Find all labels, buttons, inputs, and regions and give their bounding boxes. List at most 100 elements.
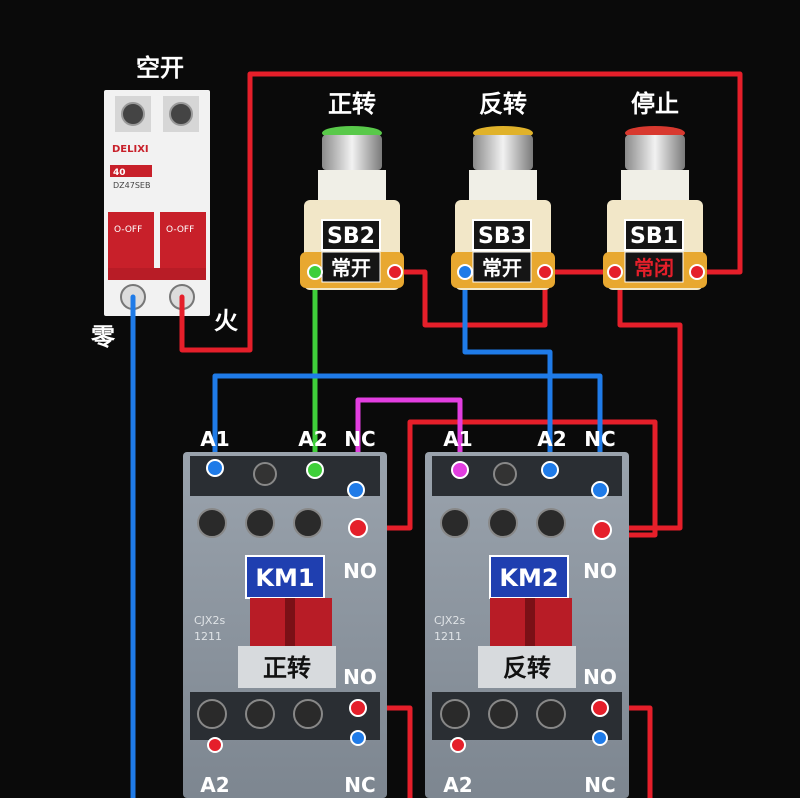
- terminal-a1[interactable]: [451, 461, 469, 479]
- push-button-sb1[interactable]: 停止 SB1 常闭: [603, 90, 707, 290]
- side-no-label: NO: [343, 559, 377, 583]
- breaker-off-label-1: O-OFF: [114, 225, 142, 235]
- sb-code: SB1: [630, 224, 678, 249]
- neutral-label: 零: [90, 323, 116, 351]
- bottom-no-label: NO: [583, 665, 617, 689]
- terminal-screw[interactable]: [493, 462, 517, 486]
- armature-slot: [285, 598, 295, 646]
- button-title: 正转: [328, 90, 376, 118]
- terminal-bottom-a2[interactable]: [207, 737, 223, 753]
- terminal-bottom-no[interactable]: [349, 699, 367, 717]
- terminal-a2[interactable]: [541, 461, 559, 479]
- contact-type-box: [321, 251, 381, 283]
- breaker-title: 空开: [136, 54, 184, 82]
- terminal-screw-right[interactable]: [537, 264, 553, 280]
- terminal-screw[interactable]: [197, 508, 227, 538]
- terminal-no[interactable]: [348, 518, 368, 538]
- breaker-model: DZ47SEB: [113, 181, 150, 190]
- live-label: 火: [214, 307, 238, 335]
- terminal-label-a2: A2: [537, 427, 566, 451]
- sb-code-box: [624, 219, 684, 251]
- contact-type: 常开: [482, 256, 522, 280]
- terminal-screw[interactable]: [293, 699, 323, 729]
- terminal-bottom-no[interactable]: [591, 699, 609, 717]
- terminal-bottom-a2[interactable]: [450, 737, 466, 753]
- breaker-handle-right[interactable]: [160, 212, 206, 268]
- bottom-no-label: NO: [343, 665, 377, 689]
- sb-code-box: [321, 219, 381, 251]
- contactor-name: KM2: [499, 564, 558, 592]
- terminal-bottom-nc[interactable]: [592, 730, 608, 746]
- sb-code-box: [472, 219, 532, 251]
- screw-icon: [169, 102, 193, 126]
- button-bezel: [322, 135, 382, 170]
- terminal-bottom-nc[interactable]: [350, 730, 366, 746]
- wires: [130, 71, 743, 798]
- button-collar: [621, 170, 689, 200]
- terminal-screw[interactable]: [253, 462, 277, 486]
- bottom-label-nc: NC: [344, 773, 375, 797]
- terminal-screw[interactable]: [440, 508, 470, 538]
- contactor-km2: A1 A2 NC KM2 NO CJX2s 1211 反转 NO A2 NC: [425, 427, 629, 798]
- sb3-to-sb2-wire: [392, 269, 548, 328]
- direction-label: 反转: [503, 654, 551, 682]
- terminal-screw-right[interactable]: [689, 264, 705, 280]
- armature-slot: [525, 598, 535, 646]
- direction-plate: [238, 646, 336, 688]
- terminal-screw[interactable]: [536, 508, 566, 538]
- breaker-lower-housing: [108, 268, 206, 280]
- model-number: 1211: [194, 630, 222, 643]
- model-name: CJX2s: [434, 614, 465, 627]
- model-name: CJX2s: [194, 614, 225, 627]
- contact-type: 常开: [331, 256, 371, 280]
- sb1-to-km2-no-wire: [597, 269, 683, 531]
- magenta-wire: [355, 397, 463, 493]
- terminal-no[interactable]: [592, 520, 612, 540]
- terminal-screw[interactable]: [245, 699, 275, 729]
- side-no-label: NO: [583, 559, 617, 583]
- a1-to-nc-blue-wire: [212, 373, 603, 493]
- direction-plate: [478, 646, 576, 688]
- terminal-label-nc: NC: [344, 427, 375, 451]
- live-wire: [179, 71, 743, 353]
- terminal-screw-right[interactable]: [387, 264, 403, 280]
- contact-type-box: [472, 251, 532, 283]
- terminal-screw-left[interactable]: [607, 264, 623, 280]
- name-plate: [489, 555, 569, 599]
- direction-label: 正转: [263, 654, 311, 682]
- terminal-label-a2: A2: [298, 427, 327, 451]
- breaker-handle-left[interactable]: [108, 212, 154, 268]
- push-button-sb2[interactable]: 正转 SB2 常开: [300, 90, 404, 290]
- sb-code: SB2: [327, 224, 375, 249]
- bottom-label-a2: A2: [443, 773, 472, 797]
- contactor-name: KM1: [255, 564, 314, 592]
- terminal-label-nc: NC: [584, 427, 615, 451]
- terminal-screw[interactable]: [197, 699, 227, 729]
- breaker-off-label-2: O-OFF: [166, 225, 194, 235]
- breaker-rating-badge: [110, 165, 152, 177]
- button-collar: [469, 170, 537, 200]
- terminal-screw[interactable]: [536, 699, 566, 729]
- terminal-a2[interactable]: [306, 461, 324, 479]
- terminal-nc[interactable]: [347, 481, 365, 499]
- button-title: 停止: [631, 90, 679, 118]
- circuit-breaker: 空开 DELIXI 40 DZ47SEB O-OFF O-OFF: [104, 54, 210, 316]
- terminal-a1[interactable]: [206, 459, 224, 477]
- terminal-screw[interactable]: [245, 508, 275, 538]
- button-bezel: [473, 135, 533, 170]
- push-button-sb3[interactable]: 反转 SB3 常开: [451, 90, 555, 290]
- sb3-blue-wire: [462, 269, 553, 473]
- name-plate: [245, 555, 325, 599]
- terminal-screw-left[interactable]: [307, 264, 323, 280]
- terminal-nc[interactable]: [591, 481, 609, 499]
- button-collar: [318, 170, 386, 200]
- model-number: 1211: [434, 630, 462, 643]
- terminal-screw[interactable]: [293, 508, 323, 538]
- terminal-screw-left[interactable]: [457, 264, 473, 280]
- terminal-label-a1: A1: [443, 427, 472, 451]
- terminal-screw[interactable]: [488, 508, 518, 538]
- terminal-screw[interactable]: [440, 699, 470, 729]
- terminal-screw[interactable]: [488, 699, 518, 729]
- breaker-brand: DELIXI: [112, 144, 149, 155]
